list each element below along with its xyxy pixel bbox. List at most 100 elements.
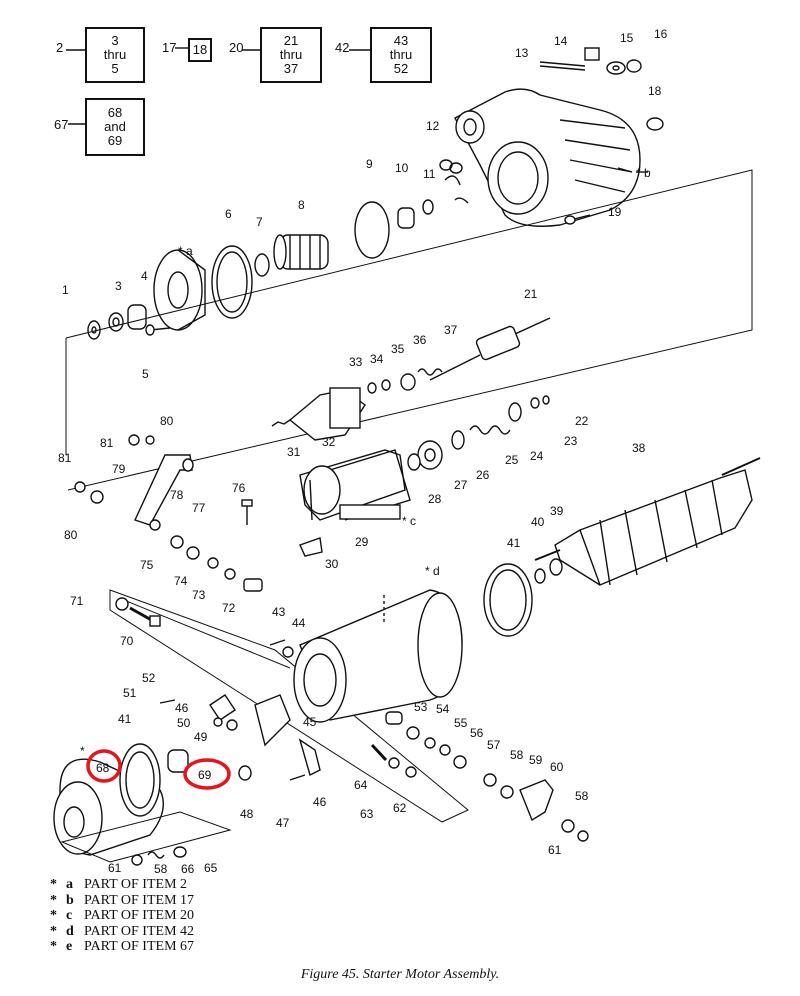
legend-row: * d PART OF ITEM 42 xyxy=(50,923,195,939)
callout: 78 xyxy=(170,488,184,502)
callout: 6 xyxy=(225,207,232,221)
callout: 3 xyxy=(115,279,122,293)
callout: 47 xyxy=(276,816,290,830)
star-label-a: * a xyxy=(178,244,193,258)
callout: 41 xyxy=(507,536,521,550)
callout: 36 xyxy=(413,333,427,347)
callout: 53 xyxy=(414,700,428,714)
callout: 9 xyxy=(366,157,373,171)
callout: 33 xyxy=(349,355,363,369)
callout: 58 xyxy=(154,862,168,876)
callout: 55 xyxy=(454,716,468,730)
callout: 79 xyxy=(112,462,126,476)
legend-row: * c PART OF ITEM 20 xyxy=(50,908,195,923)
legend-row: * e PART OF ITEM 67 xyxy=(50,939,195,954)
callout: 61 xyxy=(548,843,562,857)
callout: 80 xyxy=(160,414,174,428)
callout: 51 xyxy=(123,686,137,700)
callout: 49 xyxy=(194,730,208,744)
callout: 74 xyxy=(174,574,188,588)
callout: 38 xyxy=(632,441,646,455)
star-label-d: * d xyxy=(425,564,440,578)
key-box-lead: 17 xyxy=(162,40,177,55)
callout: 52 xyxy=(142,671,156,685)
callout: 43 xyxy=(272,605,286,619)
callout: 13 xyxy=(515,46,529,60)
key-box-67: 68 and 69 xyxy=(85,98,145,156)
key-box-17: 18 xyxy=(188,38,212,62)
star-label-b: * b xyxy=(636,166,651,180)
callout: 81 xyxy=(58,451,72,465)
callout: 58 xyxy=(575,789,589,803)
callout: 34 xyxy=(370,352,384,366)
callout: 65 xyxy=(204,861,218,875)
star-label-c: * c xyxy=(402,514,416,528)
callout: 4 xyxy=(141,269,148,283)
callout: 76 xyxy=(232,481,246,495)
callout: 37 xyxy=(444,323,458,337)
callout: 10 xyxy=(395,161,409,175)
callout: 68 xyxy=(96,761,110,775)
callout: 81 xyxy=(100,436,114,450)
callout: 66 xyxy=(181,862,195,876)
callout: 16 xyxy=(654,27,668,41)
callout: 57 xyxy=(487,738,501,752)
callout: 25 xyxy=(505,453,519,467)
callout: 8 xyxy=(298,198,305,212)
legend-row: * a PART OF ITEM 2 xyxy=(50,877,188,892)
highlight-annotations xyxy=(86,749,231,790)
callout: 58 xyxy=(510,748,524,762)
callout: 39 xyxy=(550,504,564,518)
callout: 48 xyxy=(240,807,254,821)
callout: 45 xyxy=(303,715,317,729)
star-label-e: * xyxy=(80,744,85,758)
callout: 15 xyxy=(620,31,634,45)
callout: 41 xyxy=(118,712,132,726)
highlight-circle-68 xyxy=(86,749,122,783)
callout: 21 xyxy=(524,287,538,301)
key-box-lead: 67 xyxy=(54,117,69,132)
key-box-lead: 2 xyxy=(56,40,64,55)
key-box-lead: 20 xyxy=(229,40,244,55)
callout: 44 xyxy=(292,616,306,630)
callout: 75 xyxy=(140,558,154,572)
callout: 69 xyxy=(198,768,212,782)
callout: 60 xyxy=(550,760,564,774)
legend: * a PART OF ITEM 2 * b PART OF ITEM 17 *… xyxy=(50,877,194,955)
callout: 61 xyxy=(108,861,122,875)
callout: 22 xyxy=(575,414,589,428)
callout: 80 xyxy=(64,528,78,542)
callout: 72 xyxy=(222,601,236,615)
callout: 46 xyxy=(175,701,189,715)
callout: 62 xyxy=(393,801,407,815)
callout: 46 xyxy=(313,795,327,809)
callout: 56 xyxy=(470,726,484,740)
callout: 28 xyxy=(428,492,442,506)
callout: 32 xyxy=(322,435,336,449)
callout: 23 xyxy=(564,434,578,448)
callout-labels: 1 3 4 5 6 7 8 9 10 11 12 13 14 15 16 18 … xyxy=(58,27,668,876)
legend-row: * b PART OF ITEM 17 xyxy=(50,892,195,908)
callout: 14 xyxy=(554,34,568,48)
key-box-20: 21 thru 37 xyxy=(260,27,322,83)
highlight-circle-69 xyxy=(183,758,231,790)
callout: 31 xyxy=(287,445,301,459)
callout: 64 xyxy=(354,778,368,792)
callout: 29 xyxy=(355,535,369,549)
callout: 50 xyxy=(177,716,191,730)
callout: 5 xyxy=(142,367,149,381)
callout: 71 xyxy=(70,594,84,608)
callout: 1 xyxy=(62,283,69,297)
callout: 70 xyxy=(120,634,134,648)
callout: 19 xyxy=(608,205,622,219)
callout: 35 xyxy=(391,342,405,356)
callout: 12 xyxy=(426,119,440,133)
callout: 7 xyxy=(256,215,263,229)
callout: 30 xyxy=(325,557,339,571)
key-box-lead: 42 xyxy=(335,40,350,55)
callout: 26 xyxy=(476,468,490,482)
key-box-2: 3 thru 5 xyxy=(85,27,145,83)
callout: 11 xyxy=(423,167,436,181)
